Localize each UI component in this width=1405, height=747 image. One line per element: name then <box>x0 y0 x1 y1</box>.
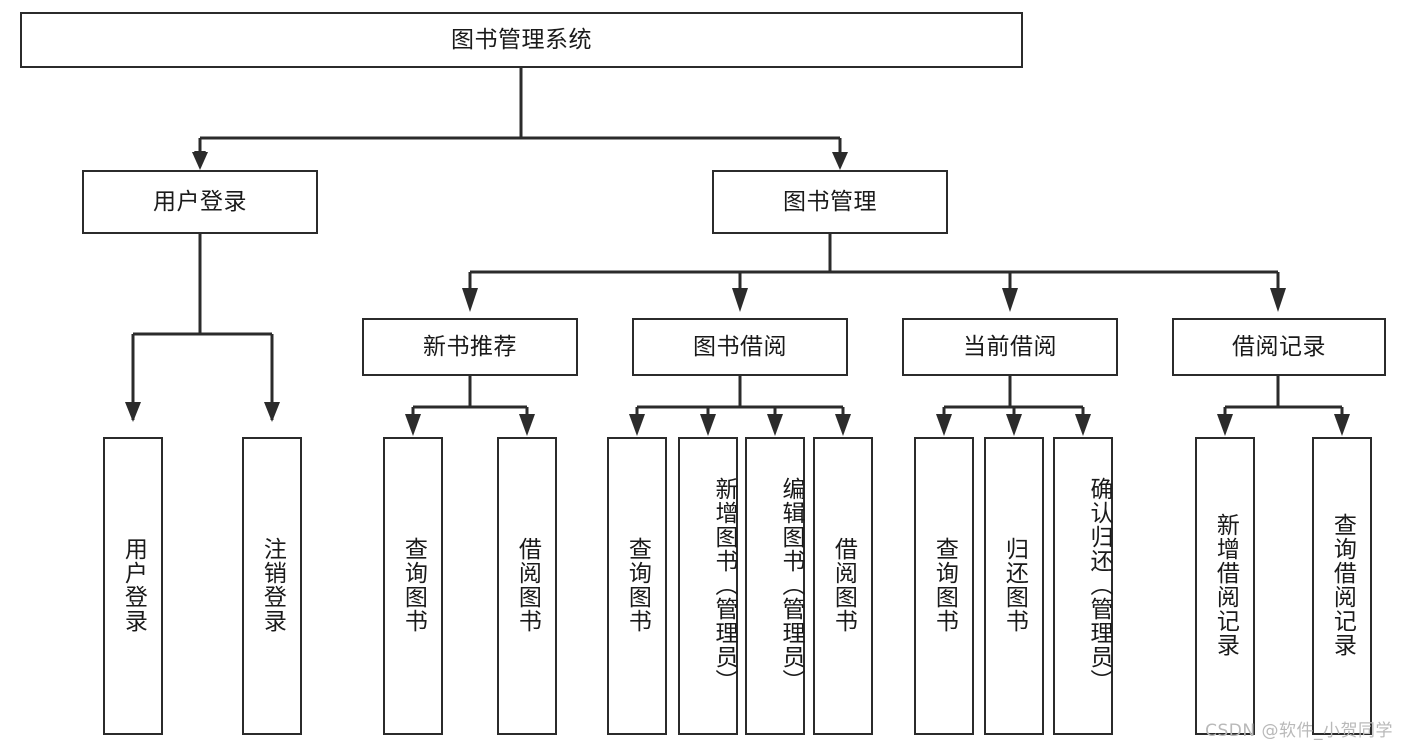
node-label: 新书推荐 <box>423 333 517 360</box>
node-borrow-record[interactable]: 借阅记录 <box>1172 318 1386 376</box>
leaf-confirm-return-admin[interactable]: 确认归还（管理员） <box>1053 437 1113 735</box>
leaf-query-book-borrow[interactable]: 查询图书 <box>607 437 667 735</box>
node-label: 借阅图书 <box>830 537 857 633</box>
node-label: 图书管理 <box>783 188 877 215</box>
leaf-query-borrow-record[interactable]: 查询借阅记录 <box>1312 437 1372 735</box>
node-label: 用户登录 <box>153 188 247 215</box>
leaf-logout-login[interactable]: 注销登录 <box>242 437 302 735</box>
node-label: 用户登录 <box>120 537 147 633</box>
leaf-borrow-book[interactable]: 借阅图书 <box>813 437 873 735</box>
leaf-query-book-recommend[interactable]: 查询图书 <box>383 437 443 735</box>
leaf-edit-book-admin[interactable]: 编辑图书（管理员） <box>745 437 805 735</box>
node-label: 新增图书（管理员） <box>711 477 737 693</box>
node-new-book-recommend[interactable]: 新书推荐 <box>362 318 578 376</box>
node-label: 查询图书 <box>931 537 958 633</box>
node-root-system[interactable]: 图书管理系统 <box>20 12 1023 68</box>
node-label: 归还图书 <box>1001 537 1028 633</box>
node-label: 图书借阅 <box>693 333 787 360</box>
node-label: 借阅图书 <box>514 537 541 633</box>
node-label: 查询图书 <box>624 537 651 633</box>
node-label: 新增借阅记录 <box>1212 513 1239 657</box>
node-label: 确认归还（管理员） <box>1086 477 1112 693</box>
node-label: 查询图书 <box>400 537 427 633</box>
node-book-borrow[interactable]: 图书借阅 <box>632 318 848 376</box>
leaf-return-book[interactable]: 归还图书 <box>984 437 1044 735</box>
leaf-add-book-admin[interactable]: 新增图书（管理员） <box>678 437 738 735</box>
node-label: 查询借阅记录 <box>1329 513 1356 657</box>
node-label: 借阅记录 <box>1232 333 1326 360</box>
node-label: 图书管理系统 <box>451 26 592 53</box>
leaf-query-book-current[interactable]: 查询图书 <box>914 437 974 735</box>
leaf-borrow-book-recommend[interactable]: 借阅图书 <box>497 437 557 735</box>
leaf-user-login[interactable]: 用户登录 <box>103 437 163 735</box>
node-label: 注销登录 <box>259 537 286 633</box>
node-label: 当前借阅 <box>963 333 1057 360</box>
arrowheads <box>125 152 1350 436</box>
leaf-add-borrow-record[interactable]: 新增借阅记录 <box>1195 437 1255 735</box>
node-book-management[interactable]: 图书管理 <box>712 170 948 234</box>
node-user-login[interactable]: 用户登录 <box>82 170 318 234</box>
node-current-borrow[interactable]: 当前借阅 <box>902 318 1118 376</box>
node-label: 编辑图书（管理员） <box>778 477 804 693</box>
